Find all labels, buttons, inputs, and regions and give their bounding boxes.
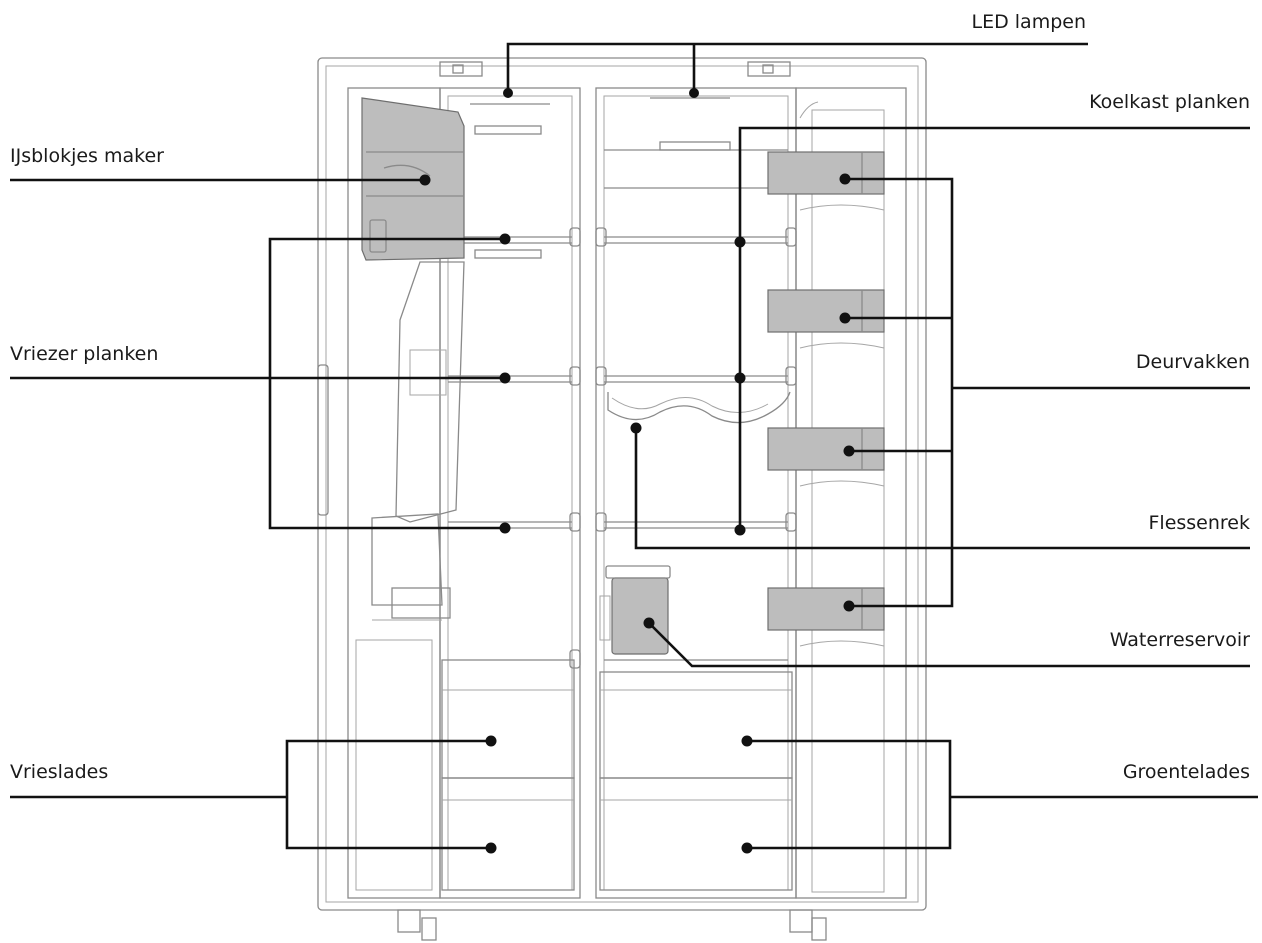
leader-koelkast-planken <box>738 126 1250 530</box>
label-led-lampen: LED lampen <box>972 11 1086 33</box>
label-koelkast-planken: Koelkast planken <box>1089 91 1250 113</box>
leader-groentelades <box>747 739 952 850</box>
label-flessenrek: Flessenrek <box>1148 512 1250 534</box>
leader-deurvakken <box>845 177 954 608</box>
labels: LED lampen Koelkast planken IJsblokjes m… <box>10 11 1250 783</box>
leader-led <box>506 42 1088 93</box>
leader-lines <box>10 42 1258 854</box>
label-ijsblokjes-maker: IJsblokjes maker <box>10 145 164 167</box>
leader-waterreservoir <box>648 622 1250 668</box>
leader-flessenrek <box>634 428 1250 550</box>
label-vrieslades: Vrieslades <box>10 761 108 783</box>
label-waterreservoir: Waterreservoir <box>1110 629 1250 651</box>
label-groentelades: Groentelades <box>1123 761 1250 783</box>
label-vriezer-planken: Vriezer planken <box>10 343 158 365</box>
label-deurvakken: Deurvakken <box>1136 351 1250 373</box>
fridge-illustration <box>317 57 927 941</box>
